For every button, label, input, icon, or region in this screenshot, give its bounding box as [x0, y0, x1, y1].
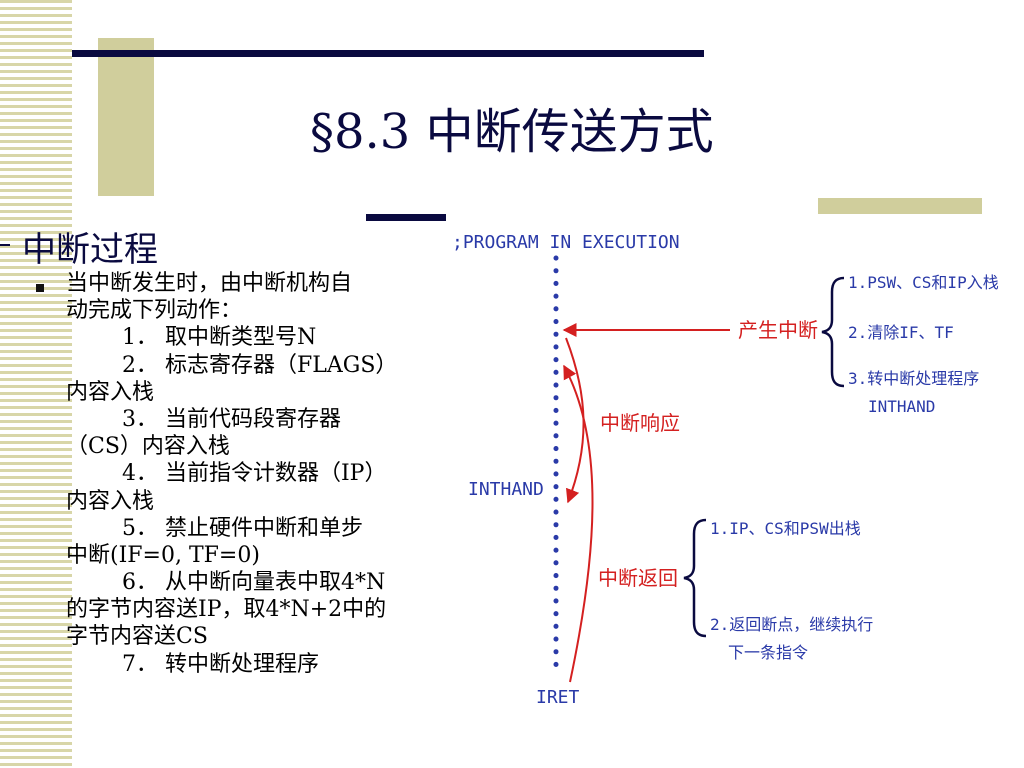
text-line: 7． 转中断处理程序	[122, 651, 319, 677]
occurs-step: INTHAND	[868, 397, 935, 416]
return-brace	[683, 518, 707, 638]
text-line: 4． 当前指令计数器（IP）	[122, 461, 387, 487]
occurs-step: 3.转中断处理程序	[848, 369, 979, 388]
short-navy-rule	[366, 214, 446, 221]
left-stripe-decoration	[0, 0, 72, 768]
section-heading: 中断过程	[22, 230, 158, 270]
text-line: 1． 取中断类型号N	[122, 325, 317, 351]
page-title: §8.3 中断传送方式	[310, 104, 714, 160]
return-step: 2.返回断点，继续执行	[710, 615, 873, 634]
inthand-label: INTHAND	[468, 479, 544, 500]
text-line: （CS）内容入栈	[66, 434, 230, 460]
text-line: 内容入栈	[66, 379, 155, 405]
heading-dash	[0, 244, 10, 246]
khaki-right-bar	[818, 198, 982, 214]
program-label: ;PROGRAM IN EXECUTION	[452, 232, 680, 253]
text-line: 2． 标志寄存器（FLAGS）	[122, 352, 398, 378]
return-step: 下一条指令	[728, 643, 808, 662]
text-line: 内容入栈	[66, 488, 155, 514]
occurs-brace	[821, 276, 845, 388]
interrupt-return-label: 中断返回	[598, 566, 678, 590]
text-line: 6． 从中断向量表中取4*N	[122, 570, 386, 596]
top-navy-rule	[72, 50, 704, 57]
interrupt-response-label: 中断响应	[600, 411, 680, 435]
text-line: 5． 禁止硬件中断和单步	[122, 515, 363, 541]
occurs-step: 2.清除IF、TF	[848, 323, 954, 342]
response-arrow	[565, 337, 585, 504]
khaki-vertical-bar	[98, 38, 154, 196]
text-line: 的字节内容送IP，取4*N+2中的	[66, 597, 387, 623]
return-arrow	[563, 364, 594, 683]
return-step: 1.IP、CS和PSW出栈	[710, 519, 861, 538]
text-line: 字节内容送CS	[66, 624, 208, 650]
bullet-square-icon	[36, 284, 44, 292]
bullet-text: 当中断发生时，由中断机构自 动完成下列动作： 1． 取中断类型号N 2． 标志寄…	[66, 270, 450, 690]
occurs-step: 1.PSW、CS和IP入栈	[848, 273, 999, 292]
text-line: 3． 当前代码段寄存器	[122, 406, 341, 432]
interrupt-flow-diagram: ;PROGRAM IN EXECUTION INTHAND IRET 产生中断 …	[452, 232, 999, 708]
iret-label: IRET	[536, 687, 580, 708]
interrupt-occurs-label: 产生中断	[738, 318, 818, 342]
text-line: 当中断发生时，由中断机构自	[66, 271, 353, 296]
text-line: 中断(IF=0, TF=0)	[66, 542, 260, 568]
text-line: 动完成下列动作：	[66, 298, 243, 324]
